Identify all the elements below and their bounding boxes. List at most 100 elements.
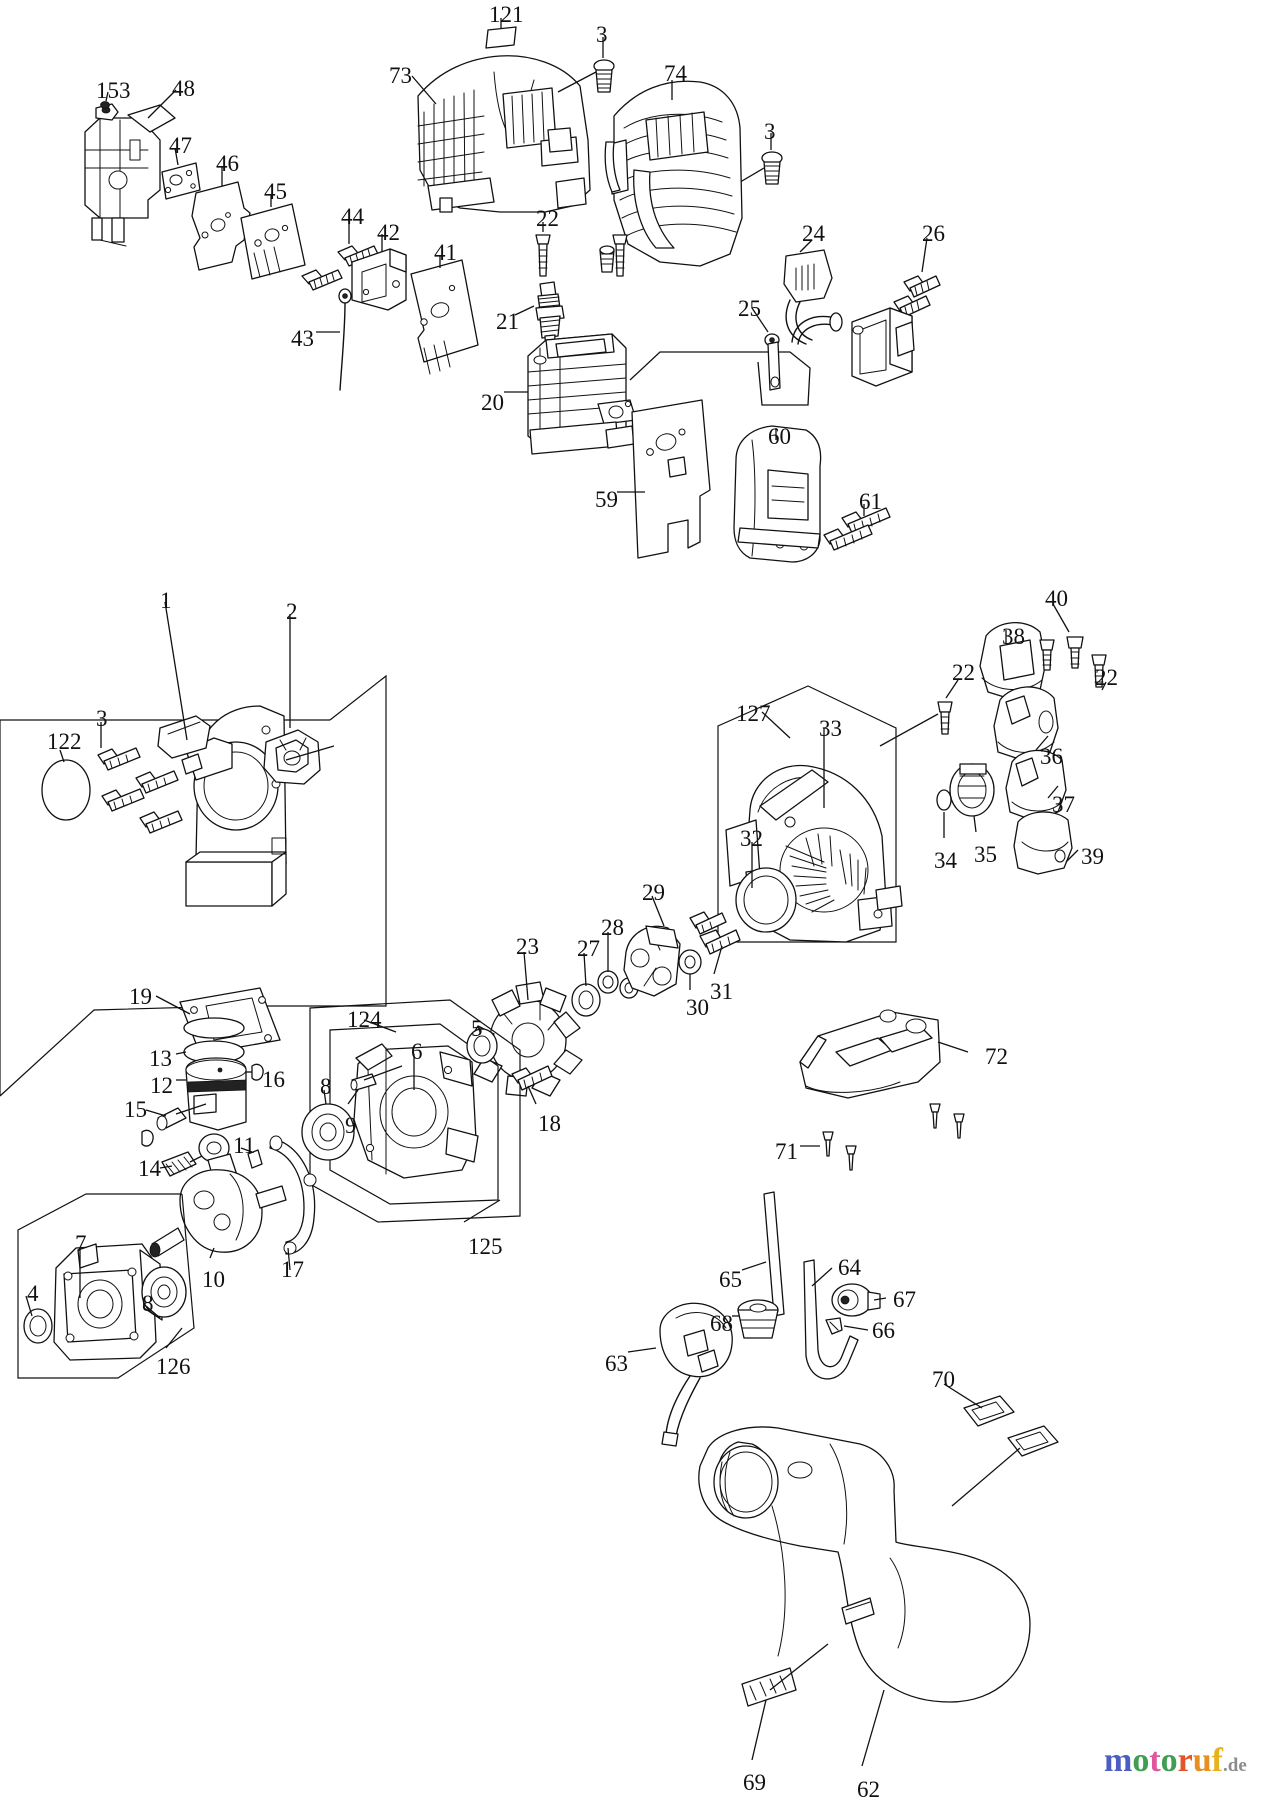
part-64-return-hose [803,1259,859,1380]
part-8-bearing-a [301,1103,355,1161]
part-68-grommet [737,1299,779,1339]
part-66-clip [825,1317,843,1335]
callout-7: 7 [75,1231,87,1256]
callout-25: 25 [738,296,761,321]
part-71-screw-b [845,1145,857,1171]
callout-29: 29 [642,880,665,905]
callout-20: 20 [481,390,504,415]
part-14-needle-bearing [161,1151,197,1177]
part-39-handle-clamp-4 [1013,811,1073,875]
part-60-muffler [733,425,822,563]
watermark-letter: f [1211,1742,1223,1779]
callout-1: 1 [160,588,172,613]
part-22-bolt-b [612,234,628,277]
watermark-letters: motoruf [1104,1742,1223,1780]
callout-127: 127 [736,701,771,726]
watermark-letter: u [1192,1742,1212,1779]
callout-124: 124 [347,1007,382,1032]
part-20-cylinder [527,333,637,455]
callout-43: 43 [291,326,314,351]
watermark-letter: o [1132,1742,1150,1779]
callout-24: 24 [802,221,825,246]
part-38-handle-clamp-upper [979,621,1047,701]
part-3-screw-c [599,245,615,273]
part-46-insulator [191,181,251,271]
part-3-screw-a [593,59,615,93]
callout-73: 73 [389,63,412,88]
part-40-bolt [1066,636,1084,669]
watermark-letter: m [1104,1742,1133,1779]
callout-16: 16 [262,1067,285,1092]
callout-48: 48 [172,76,195,101]
part-30-washer [678,949,702,975]
callout-66: 66 [872,1318,895,1343]
part-121-label [485,26,517,49]
part-6-crankcase [353,1043,479,1179]
part-22-bolt-clamp-b [1091,654,1107,688]
callout-17: 17 [281,1257,304,1282]
part-62-fuel-tank [698,1426,1031,1703]
part-67-fuel-filter [831,1283,881,1317]
callout-72: 72 [985,1044,1008,1069]
part-13-piston-ring-a [183,1017,245,1039]
part-22-bolt-a [535,234,551,277]
callout-22-a: 22 [536,206,559,231]
part-72-screw-a [929,1103,941,1129]
watermark-letter: r [1177,1742,1193,1779]
callout-71: 71 [775,1139,798,1164]
callout-67: 67 [893,1287,916,1312]
callout-38: 38 [1002,624,1025,649]
callout-3-b: 3 [764,119,776,144]
part-47-gasket [161,162,201,200]
callout-3-c: 3 [96,706,108,731]
part-35-clutch-drum-bearing [949,763,995,817]
callout-63: 63 [605,1351,628,1376]
part-10-crankshaft [149,1133,287,1258]
part-3-starter-screw-4 [139,810,183,834]
part-65-fuel-hose [763,1191,785,1317]
part-71-screw-a [822,1131,834,1157]
callout-121: 121 [489,2,524,27]
part-1-recoil-starter [157,705,287,907]
part-122-oring [41,759,91,821]
callout-126: 126 [156,1354,191,1379]
part-5-oil-seal [466,1028,498,1064]
callout-4: 4 [27,1281,39,1306]
callout-32: 32 [740,826,763,851]
callout-42: 42 [377,220,400,245]
watermark-letter: o [1160,1742,1178,1779]
callout-40: 40 [1045,586,1068,611]
callout-14: 14 [138,1156,161,1181]
part-11-woodruff-key [247,1149,263,1169]
part-44-bolt-lower [301,269,343,291]
callout-60: 60 [768,424,791,449]
part-70-mount-b [1007,1425,1059,1457]
callout-64: 64 [838,1255,861,1280]
callout-27: 27 [577,936,600,961]
callout-22-b: 22 [1095,665,1118,690]
callout-21: 21 [496,309,519,334]
callout-68: 68 [710,1311,733,1336]
part-41-plate [410,259,479,375]
callout-30: 30 [686,995,709,1020]
callout-45: 45 [264,179,287,204]
part-15-piston-pin [141,1107,187,1147]
callout-9: 9 [345,1113,357,1138]
callout-125: 125 [468,1234,503,1259]
callout-31: 31 [710,979,733,1004]
callout-18: 18 [538,1111,561,1136]
part-26-bolt-a [903,275,941,298]
watermark-motoruf: motoruf.de [1104,1742,1247,1780]
part-69-tank-pad [741,1667,797,1707]
callout-41: 41 [434,240,457,265]
callout-19: 19 [129,984,152,1009]
part-31-bolt [699,929,741,955]
callout-26: 26 [922,221,945,246]
part-18-bolt [511,1065,553,1091]
callout-65: 65 [719,1267,742,1292]
callout-28: 28 [601,915,624,940]
part-3-starter-screw-3 [101,788,145,812]
callout-5: 5 [471,1016,483,1041]
part-3-screw-b [761,151,783,185]
